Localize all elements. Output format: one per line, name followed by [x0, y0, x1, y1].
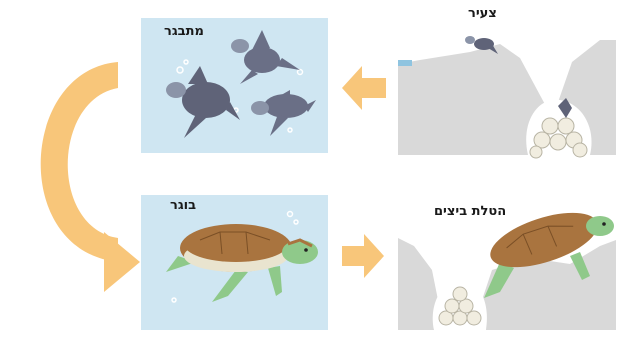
juvenile-label: מתבגר — [164, 24, 204, 39]
cycle-curved-arrow — [41, 62, 140, 292]
hatchling-panel — [398, 36, 616, 158]
egg-laying-label: הטלת ביצים — [434, 204, 506, 219]
arrow-hatchling-to-juvenile — [342, 66, 386, 110]
adult-label: בוגר — [170, 198, 196, 213]
adult-panel — [141, 195, 328, 330]
hatchling-label: צעיר — [468, 6, 497, 21]
arrow-adult-to-egg-laying — [342, 234, 384, 278]
egg-laying-panel — [398, 202, 616, 330]
